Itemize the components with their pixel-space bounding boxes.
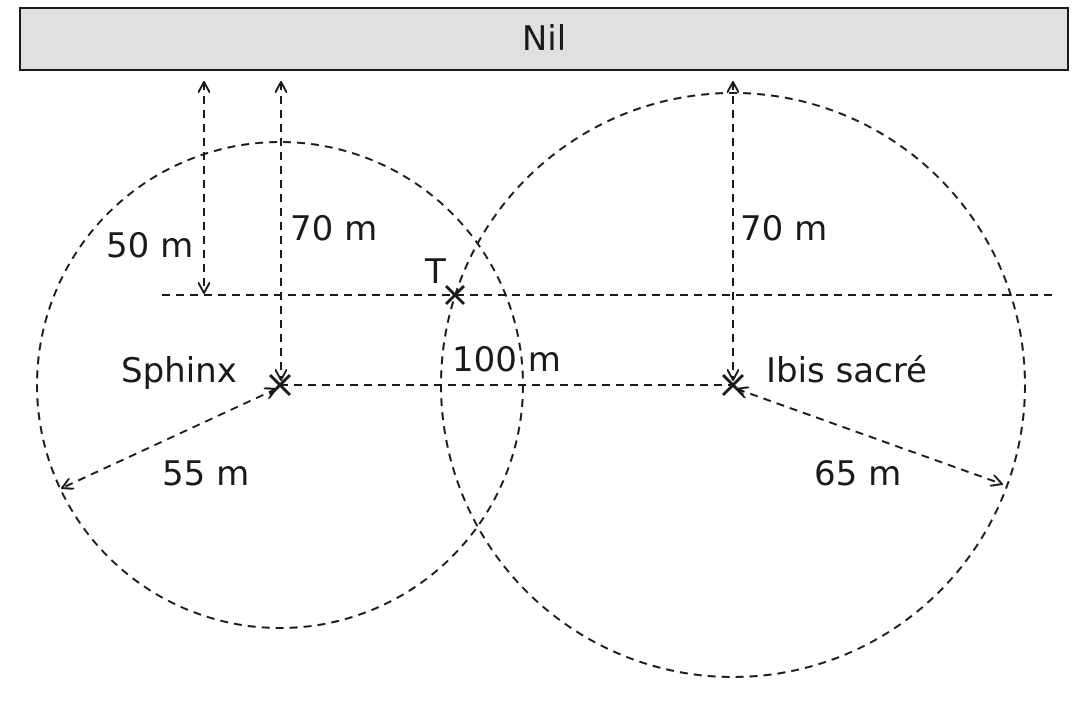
river-nile: Nil bbox=[19, 7, 1069, 71]
label-sphinx-river: 70 m bbox=[290, 209, 378, 249]
arrow-ibis-radius bbox=[737, 389, 1002, 484]
label-treasure: T bbox=[425, 252, 446, 292]
label-50m: 50 m bbox=[106, 226, 194, 266]
arrow-sphinx-radius bbox=[62, 389, 276, 488]
label-ibis-river: 70 m bbox=[740, 209, 828, 249]
label-sphinx: Sphinx bbox=[121, 351, 237, 391]
treasure-marker bbox=[444, 284, 466, 306]
label-ibis-radius: 65 m bbox=[814, 454, 902, 494]
label-between-points: 100 m bbox=[452, 340, 561, 380]
ibis-marker bbox=[721, 373, 745, 397]
label-sphinx-radius: 55 m bbox=[162, 454, 250, 494]
sphinx-marker bbox=[268, 373, 292, 397]
river-label: Nil bbox=[521, 19, 567, 59]
label-ibis: Ibis sacré bbox=[766, 351, 927, 391]
